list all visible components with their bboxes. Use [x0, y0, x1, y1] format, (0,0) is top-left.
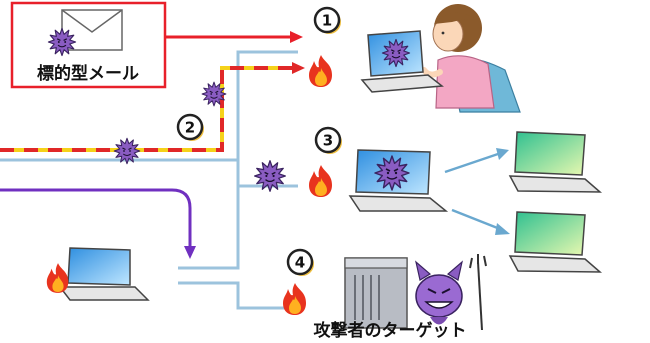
fire-icon — [46, 263, 69, 293]
step-badge-2: 2 — [176, 113, 204, 141]
step-badge-4: 4 — [286, 248, 314, 276]
step-badge-1: 1 — [313, 6, 341, 34]
svg-text:1: 1 — [322, 12, 332, 30]
svg-text:3: 3 — [323, 132, 333, 150]
fire-icon — [309, 55, 332, 87]
fire-icon — [283, 283, 306, 315]
network-line-trunk — [178, 50, 298, 270]
targeted-mail-box: 標的型メール — [10, 1, 167, 89]
devil-icon — [415, 254, 487, 331]
spread-arrows — [444, 148, 510, 235]
laptop-icon — [508, 211, 603, 273]
network-lines — [0, 50, 298, 310]
step-badge-3: 3 — [314, 126, 342, 154]
svg-text:4: 4 — [295, 254, 305, 272]
mail-label: 標的型メール — [37, 63, 139, 84]
fire-icon — [309, 165, 332, 197]
mail-arrow — [165, 31, 303, 43]
svg-text:2: 2 — [185, 119, 195, 137]
envelope-icon — [61, 9, 123, 51]
server-icon — [344, 257, 408, 329]
woman-user-icon — [421, 4, 521, 113]
laptop-icon — [508, 131, 603, 193]
target-label: 攻撃者のターゲット — [314, 320, 467, 341]
network-line-branch-4 — [178, 281, 298, 310]
infection-route — [0, 62, 305, 152]
attacker-route — [0, 188, 196, 259]
laptop-icon — [58, 247, 150, 301]
